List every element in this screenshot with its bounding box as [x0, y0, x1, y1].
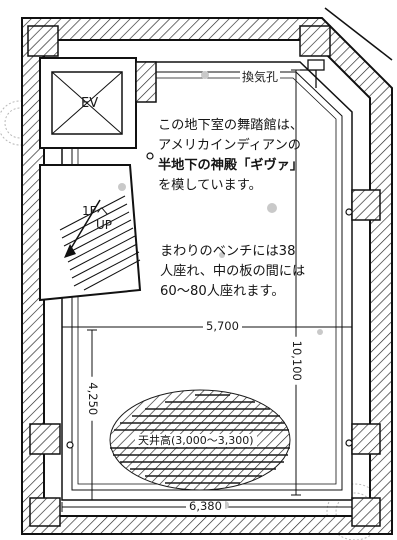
dimension-inner-width: 5,700 [203, 320, 242, 333]
description-note-2: まわりのベンチには38 人座れ、中の板の間には 60〜80人座れます。 [160, 242, 305, 302]
note-1-line-4: を模しています。 [158, 178, 262, 193]
note-1-line-3: 半地下の神殿「ギヴァ」 [158, 158, 304, 173]
note-1-line-1: この地下室の舞踏館は、 [158, 118, 304, 133]
vent-label: 換気孔 [240, 70, 281, 84]
dimension-side-length: 4,250 [86, 376, 100, 421]
room-floor [61, 61, 353, 501]
stairs-1f-label: 1Fへ [82, 204, 109, 218]
corner-columns [27, 25, 381, 527]
note-2-line-2: 人座れ、中の板の間には [160, 264, 306, 279]
dimension-inner-depth: 10,100 [290, 336, 304, 385]
ceiling-height-label: 天井高(3,000〜3,300) [135, 434, 257, 447]
note-2-line-1: まわりのベンチには38 [160, 244, 296, 259]
description-note-1: この地下室の舞踏館は、 アメリカインディアンの 半地下の神殿「ギヴァ」 を模して… [158, 116, 303, 196]
stairs-up-label: UP [96, 218, 113, 232]
dimension-total-width: 6,380 [186, 500, 225, 513]
wall-fixtures [66, 152, 353, 449]
note-2-line-3: 60〜80人座れます。 [160, 284, 285, 299]
elevator-shaft [39, 57, 157, 149]
elevator-label: EV [81, 96, 99, 111]
stair-arrow-icon [64, 244, 76, 258]
decor-dots [118, 71, 323, 509]
staircase [39, 164, 142, 302]
note-1-line-2: アメリカインディアンの [158, 138, 301, 153]
vent-pipe [300, 59, 325, 88]
